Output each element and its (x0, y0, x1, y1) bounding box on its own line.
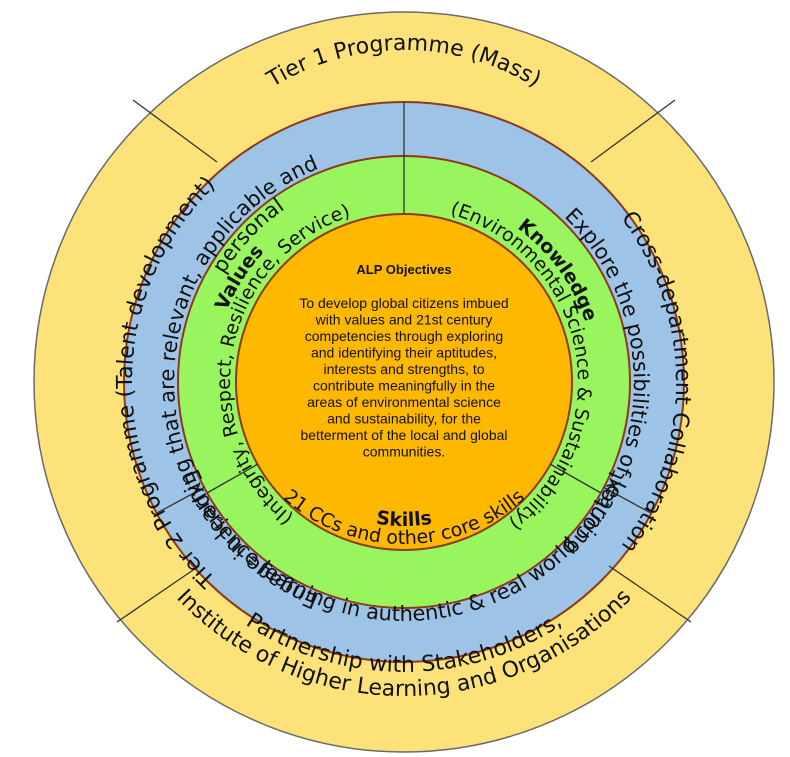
green-ring-dividers (206, 156, 602, 494)
core-objective-line: interests and strengths, to (323, 361, 484, 377)
core-objective-line: betterment of the local and global (300, 427, 507, 443)
divider-green-bottom-right (549, 463, 602, 494)
divider-blue-bottom-left (156, 486, 206, 514)
blue-ring-dividers (156, 102, 652, 514)
divider-green-bottom-left (206, 463, 259, 494)
divider-outer-bottom-right (608, 565, 692, 623)
core-objective-line: To develop global citizens imbued (299, 295, 508, 311)
core-objective-line: and sustainability, for the (327, 411, 481, 427)
divider-outer-top-left (132, 99, 218, 163)
core-objective-line: competencies through exploring (305, 328, 503, 344)
divider-outer-top-right (590, 99, 676, 163)
core-objective-line: areas of environmental science (307, 394, 501, 410)
outer-ring-dividers (116, 99, 692, 623)
core-objective-line: communities. (363, 444, 445, 460)
divider-blue-bottom-right (602, 486, 652, 514)
core-objective-line: contribute meaningfully in the (313, 378, 495, 394)
divider-outer-bottom-left (116, 565, 200, 623)
core-objective-line: with values and 21st century (315, 312, 493, 328)
core-title: ALP Objectives (356, 262, 451, 277)
skills-heading: Skills (375, 507, 433, 531)
core-objective-line: and identifying their aptitudes, (311, 345, 497, 361)
